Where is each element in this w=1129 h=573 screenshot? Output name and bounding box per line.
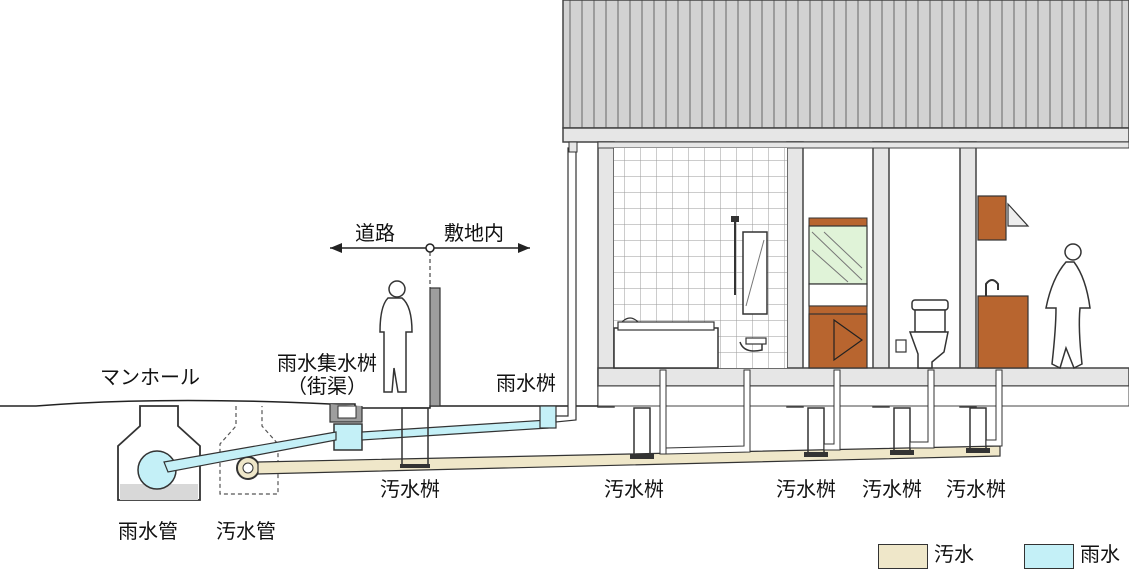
- bathtub-icon: [613, 317, 719, 369]
- sewage-basin-label-5: 汚水桝: [946, 477, 1006, 501]
- boundary-marker: [330, 243, 530, 290]
- sewage-basin-4: [890, 369, 935, 455]
- street-gutter: [329, 404, 363, 451]
- sewage-pipe: [257, 445, 1001, 475]
- road-label: 道路: [355, 221, 395, 245]
- sewage-basin-label-2: 汚水桝: [604, 477, 664, 501]
- rain-pipe-label: 雨水管: [118, 519, 178, 543]
- sewage-basin-label-1: 汚水桝: [380, 477, 440, 501]
- roof: [562, 0, 1129, 143]
- sewage-basin-label-4: 汚水桝: [862, 477, 922, 501]
- legend-swatch-sewage: [878, 544, 928, 569]
- rain-pipe: [163, 431, 337, 473]
- washbasin-icon: [808, 217, 868, 369]
- shower-icon: [731, 216, 768, 352]
- rain-collection-label-line1: 雨水集水桝: [277, 351, 377, 375]
- rain-collection-label-line2: （街渠）: [287, 374, 367, 398]
- legend-swatch-rain: [1024, 544, 1074, 569]
- legend-label-sewage: 汚水: [934, 542, 974, 566]
- ground-line: [0, 399, 598, 409]
- person-icon: [379, 280, 413, 393]
- manhole-label: マンホール: [100, 365, 200, 389]
- site-label: 敷地内: [444, 221, 504, 245]
- sewage-basin-3: [804, 369, 841, 457]
- rain-drain-line: [361, 141, 578, 441]
- rain-basin-label: 雨水桝: [496, 371, 556, 395]
- sewage-basin-2: [630, 369, 751, 459]
- woman-icon: [1045, 243, 1091, 370]
- sewage-basin-1: [400, 407, 430, 468]
- sewage-basin-5: [966, 369, 1003, 453]
- legend-label-rain: 雨水: [1080, 542, 1120, 566]
- manhole: [117, 405, 201, 501]
- toilet-icon: [895, 299, 949, 369]
- kitchen-icon: [977, 195, 1030, 369]
- sewage-basin-label-3: 汚水桝: [776, 477, 836, 501]
- fence-post: [429, 287, 441, 407]
- rain-collection-label: 雨水集水桝 （街渠）: [262, 352, 392, 398]
- sewage-pipe-label: 汚水管: [216, 519, 276, 543]
